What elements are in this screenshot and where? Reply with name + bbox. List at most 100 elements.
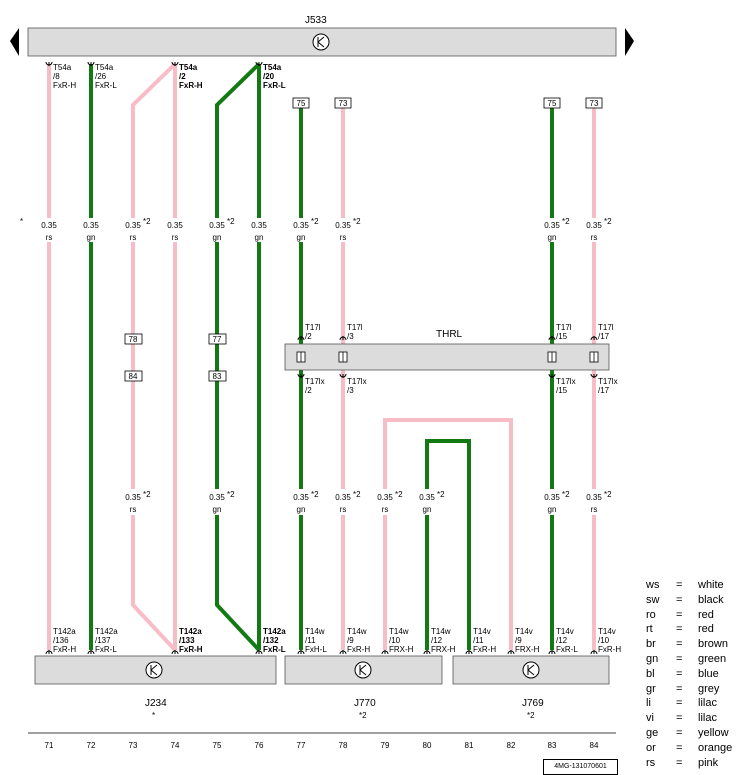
wire-size: 0.35 — [125, 221, 141, 230]
pin-number: /11 — [305, 636, 316, 645]
legend-row: or=orange — [646, 741, 744, 756]
pin-connector: T54a — [179, 63, 198, 72]
pin-signal: FxR-H — [473, 645, 496, 654]
pin-signal: FxH-L — [305, 645, 327, 654]
wire-ref: 84 — [129, 372, 138, 381]
label-bg — [543, 218, 561, 242]
wire-note: *2 — [353, 217, 361, 226]
pin-connector: T14w — [305, 627, 325, 636]
track-number: 81 — [465, 741, 474, 750]
legend-name: brown — [698, 638, 728, 651]
track-number: 73 — [129, 741, 138, 750]
label-bg — [585, 489, 603, 515]
pin-connector: T14w — [347, 627, 367, 636]
pin-signal: FxR-H — [53, 81, 76, 90]
wire — [131, 62, 177, 652]
labels-layer: T54a/8FxR-HT54a/26FxR-LT54a/2FxR-HT54a/2… — [40, 61, 621, 750]
legend-name: lilac — [698, 712, 717, 725]
pin-signal: FRX-H — [515, 645, 540, 654]
track-number: 71 — [45, 741, 54, 750]
legend-row: ge=yellow — [646, 726, 744, 741]
pin-number: /137 — [95, 636, 111, 645]
wire-ref: 73 — [590, 99, 599, 108]
legend-row: ro=red — [646, 608, 744, 623]
pin-connector: T54a — [53, 63, 72, 72]
pin-connector: T14w — [431, 627, 451, 636]
track-number: 80 — [423, 741, 432, 750]
legend-code: vi — [646, 712, 654, 725]
pin-signal: FxR-H — [347, 645, 370, 654]
module-j769: J769 *2 — [452, 655, 610, 720]
pin-connector: T17l — [347, 323, 363, 332]
pin-number: /12 — [431, 636, 443, 645]
track-number: 84 — [590, 741, 599, 750]
legend-code: li — [646, 697, 651, 710]
label-bg — [585, 218, 603, 242]
track-number: 77 — [297, 741, 306, 750]
wire-ref-box — [124, 333, 143, 345]
wire — [425, 439, 471, 650]
pin-connector: T17l — [598, 323, 614, 332]
wire-ref: 73 — [339, 99, 348, 108]
legend-row: bl=blue — [646, 667, 744, 682]
track-number: 79 — [381, 741, 390, 750]
label-bg — [82, 218, 100, 242]
pin-number: /15 — [556, 386, 568, 395]
legend-code: br — [646, 638, 656, 651]
legend-code: bl — [646, 667, 655, 680]
label-bg — [40, 218, 58, 242]
wires-layer — [47, 62, 596, 652]
pin-number: /133 — [179, 636, 195, 645]
pin-connector: T142a — [179, 627, 202, 636]
legend-name: white — [698, 579, 724, 591]
label-bg — [376, 489, 394, 515]
legend-name: grey — [698, 682, 720, 695]
pin-number: /136 — [53, 636, 69, 645]
legend-eq: = — [676, 579, 683, 591]
wire-ref: 83 — [213, 372, 222, 381]
module-j533: J533 — [10, 15, 634, 57]
legend-name: lilac — [698, 697, 717, 710]
wire-color: gn — [87, 233, 96, 242]
legend-code: gn — [646, 652, 659, 665]
legend-name: orange — [698, 741, 733, 754]
module-note: * — [152, 711, 155, 720]
pin-signal: FxR-H — [53, 645, 76, 654]
wire-color: gn — [213, 233, 222, 242]
wire-ref-box — [124, 370, 143, 382]
legend-code: or — [646, 741, 656, 754]
legend-row: gr=grey — [646, 682, 744, 697]
label-bg — [418, 489, 436, 515]
module-note: *2 — [359, 711, 367, 720]
module-j234: J234 * — [34, 655, 277, 720]
legend-name: red — [698, 623, 714, 636]
legend-row: rt=red — [646, 622, 744, 637]
label-bg — [208, 489, 226, 515]
wire-size: 0.35 — [209, 221, 225, 230]
pin-connector: T54a — [95, 63, 114, 72]
legend-name: green — [698, 652, 727, 665]
pin-number: /2 — [305, 386, 312, 395]
wire-color: rs — [46, 233, 53, 242]
wire-ref: 78 — [129, 335, 138, 344]
wire-note: *2 — [227, 217, 235, 226]
wire-ref: 75 — [548, 99, 557, 108]
wire-color: gn — [423, 505, 432, 514]
legend-eq: = — [676, 756, 683, 769]
wire-note: *2 — [604, 217, 612, 226]
control-unit-icon — [354, 661, 372, 679]
legend-row: li=lilac — [646, 696, 744, 711]
pin-connector: T14v — [473, 627, 491, 636]
wire-ref-box — [208, 370, 227, 382]
legend-eq: = — [676, 593, 683, 606]
wire-size: 0.35 — [335, 493, 351, 502]
control-unit-icon — [522, 661, 540, 679]
legend-code: rs — [646, 756, 656, 769]
wire-color: gn — [548, 233, 557, 242]
pin-number: /2 — [305, 332, 312, 341]
legend-name: red — [698, 608, 714, 621]
pin-connector: T17lx — [305, 377, 325, 386]
pin-number: /9 — [347, 636, 354, 645]
pin-connector: T142a — [95, 627, 118, 636]
